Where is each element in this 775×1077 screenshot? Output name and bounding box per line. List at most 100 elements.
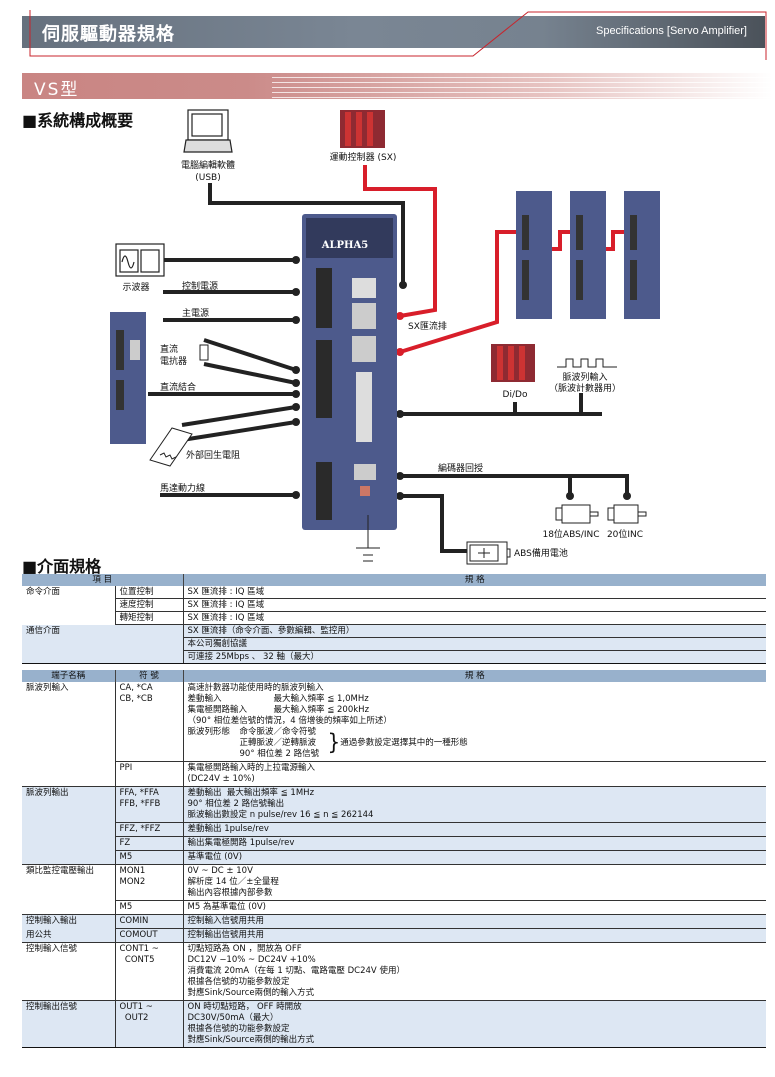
row-spec: 集電極開路輸入時的上拉電源輸入 (DC24V ± 10%) xyxy=(182,761,766,787)
motor-20bit-label: 20位INC xyxy=(607,528,643,540)
form-option: 命令脈波／命令符號 xyxy=(239,727,317,737)
page-subtitle: Specifications [Servo Amplifier] xyxy=(595,25,747,37)
motor-icon-18bit xyxy=(555,504,599,524)
spec-line: 0V ~ DC ± 10V xyxy=(187,866,253,876)
forms-list: 命令脈波／命令符號 正轉脈波／逆轉脈波 90° 相位差 2 路信號 xyxy=(240,727,328,760)
symbol-line xyxy=(120,888,179,899)
secondary-drive-icon xyxy=(110,312,146,444)
spec-label: 集電極開路輸入 xyxy=(187,705,248,715)
row-item: 通信介面 xyxy=(22,624,183,664)
row-spec: M5 為基準電位 (0V) xyxy=(182,900,766,915)
motor-icon-20bit xyxy=(607,504,647,524)
symbol-line xyxy=(120,1035,179,1046)
pulse-train-icon xyxy=(557,358,617,368)
row-spec: SX 匯流排 : IQ 區域 xyxy=(182,598,766,612)
dido-label: Di/Do xyxy=(503,390,528,400)
row-symbol: M5 xyxy=(114,850,183,865)
row-name: 控制輸入信號 xyxy=(22,942,115,1001)
spec-line: ON 時切點短路， OFF 時開放 xyxy=(187,1002,302,1012)
spec-line: 高速計數器功能使用時的脈波列輸入 xyxy=(187,683,324,693)
table-header: 項 目 規 格 xyxy=(22,574,766,586)
spec-line: 根據各信號的功能參數設定 xyxy=(187,977,290,987)
spec-line: 切點短路為 ON ，開放為 OFF xyxy=(187,944,302,954)
symbol-line: CB, *CB xyxy=(119,694,153,704)
oscilloscope-label: 示波器 xyxy=(122,281,149,293)
row-symbol: COMIN xyxy=(114,914,183,929)
regen-resistor-label: 外部回生電阻 xyxy=(186,449,240,461)
motion-controller-icon xyxy=(340,110,385,148)
row-sub: 轉矩控制 xyxy=(114,611,183,625)
row-spec: 本公司獨創協議 xyxy=(182,637,766,651)
row-name: 類比監控電壓輸出 xyxy=(22,864,115,915)
table-row: 脈波列輸入 CA, *CA CB, *CB 高速計數器功能使用時的脈波列輸入 差… xyxy=(22,682,766,787)
table-row: 命令介面 位置控制 SX 匯流排 : IQ 區域 xyxy=(22,586,766,599)
pulse-input-label-1: 脈波列輸入 xyxy=(562,371,607,383)
row-name: 控制輸入輸出 xyxy=(22,914,115,929)
main-power-label: 主電源 xyxy=(182,307,209,319)
symbol-line: M5 xyxy=(119,902,133,912)
brace-icon: } xyxy=(327,728,341,756)
dido-module-icon xyxy=(491,344,535,382)
encoder-feedback-label: 編碼器回授 xyxy=(438,462,483,474)
spec-line: 對應Sink/Source兩側的輸出方式 xyxy=(187,1035,315,1045)
row-symbol: CA, *CA CB, *CB xyxy=(114,682,183,762)
row-spec: SX 匯流排 : IQ 區域 xyxy=(182,611,766,625)
table-header: 端子名稱 符 號 規 格 xyxy=(22,670,766,682)
row-item: 命令介面 xyxy=(26,587,61,597)
spec-line: 基準電位 (0V) xyxy=(187,852,243,862)
section-title-system: ■系統構成概要 xyxy=(22,111,134,130)
page-header: 伺服驅動器規格 Specifications [Servo Amplifier] xyxy=(22,16,765,48)
spec-line: 差動輸出 最大輸出頻率 ≦ 1MHz xyxy=(187,788,315,798)
symbol-line: FFB, *FFB xyxy=(119,799,161,809)
spec-line: 控制輸入信號用共用 xyxy=(187,916,265,926)
row-spec: SX 匯流排（命令介面、參數編輯、監控用） xyxy=(182,624,766,638)
symbol-line xyxy=(120,966,179,977)
spec-value: 最大輸入頻率 ≦ 1,0MHz xyxy=(273,694,369,704)
row-symbol: FFZ, *FFZ xyxy=(114,822,183,837)
symbol-line: OUT2 xyxy=(119,1013,149,1023)
header-spec: 規 格 xyxy=(182,670,766,682)
pc-software-label: 電腦編輯軟體 xyxy=(181,159,235,171)
table-row: 可連接 25Mbps 、 32 軸（最大） xyxy=(22,650,766,664)
row-spec: 基準電位 (0V) xyxy=(182,850,766,865)
symbol-line: CA, *CA xyxy=(119,683,153,693)
table-row: 通信介面 SX 匯流排（命令介面、參數編輯、監控用） xyxy=(22,624,766,664)
spec-value: 最大輸入頻率 ≦ 200kHz xyxy=(273,705,370,715)
row-spec: 可連接 25Mbps 、 32 軸（最大） xyxy=(182,650,766,664)
spec-line: 對應Sink/Source兩側的輸入方式 xyxy=(187,988,315,998)
symbol-line: CONT5 xyxy=(119,955,155,965)
model-label: VS型 xyxy=(34,80,80,99)
pulse-forms: 脈波列形態 命令脈波／命令符號 正轉脈波／逆轉脈波 90° 相位差 2 路信號 … xyxy=(188,727,763,760)
brand-label: ALPHA5 xyxy=(321,240,369,251)
row-spec: 控制輸出信號用共用 xyxy=(182,928,766,943)
symbol-line: CONT1 ~ xyxy=(119,944,159,954)
interface-table-1: 項 目 規 格 命令介面 位置控制 SX 匯流排 : IQ 區域 速度控制 SX… xyxy=(22,574,766,664)
sx-bus-label: SX匯流排 xyxy=(408,320,447,332)
system-diagram: 電腦編輯軟體 (USB) 運動控制器 (SX) 示波器 控制電源 主電源 直流 … xyxy=(110,109,660,565)
servo-drive-main xyxy=(302,214,397,530)
oscilloscope-icon xyxy=(115,243,165,277)
row-symbol: COMOUT xyxy=(114,928,183,943)
spec-line: （90° 相位差信號的情況，4 倍增後的頻率如上所述） xyxy=(187,716,392,726)
table-row: M5 M5 為基準電位 (0V) xyxy=(22,900,766,915)
laptop-icon xyxy=(183,109,233,153)
spec-label: 脈波列形態 xyxy=(187,727,231,737)
header-spec: 規 格 xyxy=(182,574,766,586)
spec-note: 通過參數設定選擇其中的一種形態 xyxy=(340,738,468,748)
decorative-lines xyxy=(272,73,772,99)
abs-battery-label: ABS備用電池 xyxy=(514,547,568,559)
row-symbol: CONT1 ~ CONT5 xyxy=(114,942,183,1001)
page-title: 伺服驅動器規格 xyxy=(42,24,175,45)
spec-line: 消費電流 20mA（在每 1 切點、電路電壓 DC24V 使用） xyxy=(187,966,405,976)
spec-line: 集電極開路輸入時的上拉電源輸入 xyxy=(187,763,316,773)
